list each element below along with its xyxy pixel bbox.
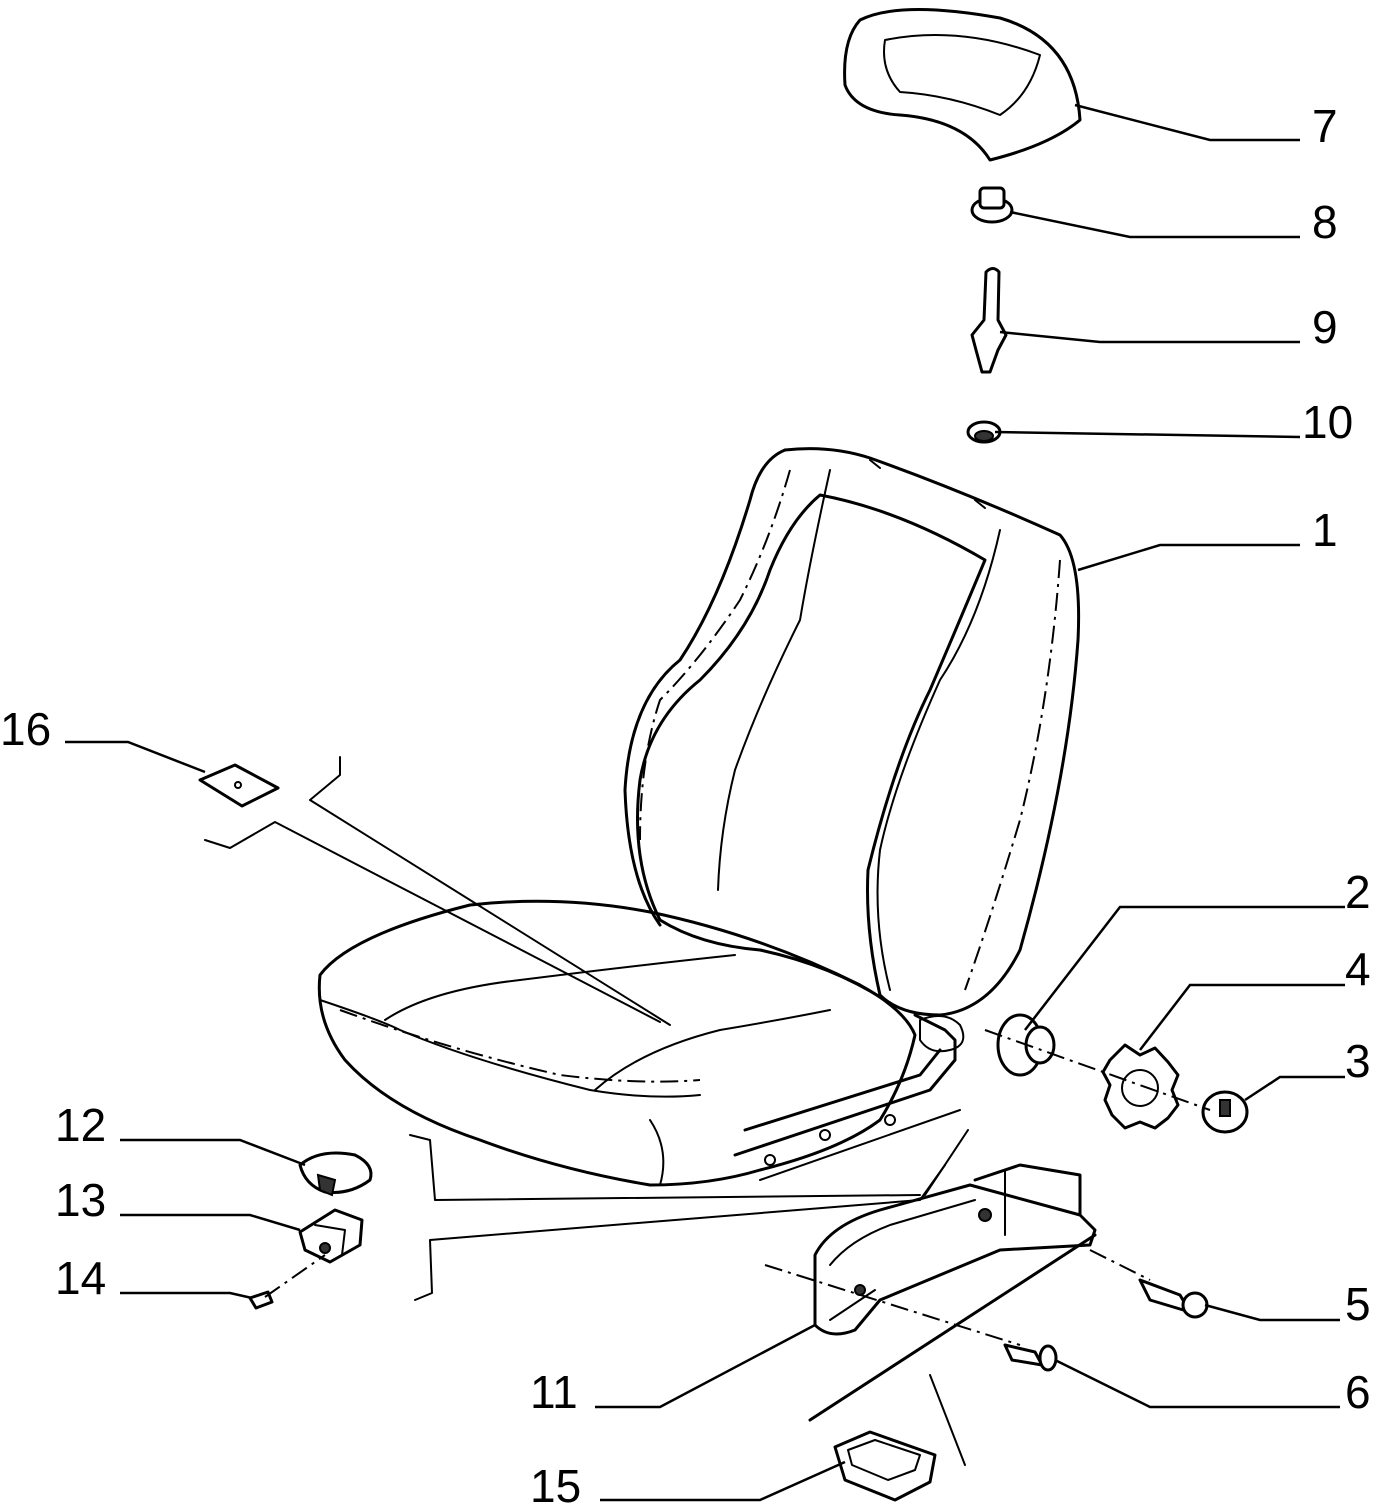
callout-6: 6 [1345, 1366, 1371, 1418]
knob-cap-part [1201, 1090, 1249, 1134]
assembly-lines [204, 756, 969, 1466]
callout-9: 9 [1312, 301, 1338, 353]
headrest-part [843, 7, 1082, 162]
callout-16: 16 [0, 703, 51, 755]
callout-labels: 7 8 9 10 1 16 2 4 3 12 13 14 5 11 6 15 [0, 100, 1371, 1505]
callout-11: 11 [530, 1366, 578, 1418]
callout-10: 10 [1302, 396, 1353, 448]
callout-2: 2 [1345, 866, 1371, 918]
screw-part [1003, 1343, 1058, 1372]
callout-3: 3 [1345, 1035, 1371, 1087]
pad-part-16 [198, 763, 280, 808]
callout-14: 14 [55, 1252, 106, 1304]
clip-part-12 [298, 1151, 373, 1197]
bracket-part-15 [833, 1430, 937, 1502]
leader-lines [65, 103, 1345, 1502]
recliner-frame-part [733, 1013, 965, 1181]
callout-1: 1 [1312, 504, 1338, 556]
seat-cushion-part [317, 899, 917, 1187]
recliner-axis-line [984, 1029, 1211, 1111]
headrest-stem-part [970, 267, 1008, 374]
headrest-guide-part [970, 186, 1014, 224]
recliner-handwheel-part [1101, 1043, 1180, 1130]
callout-7: 7 [1312, 100, 1338, 152]
callout-12: 12 [55, 1099, 106, 1151]
callout-13: 13 [55, 1174, 106, 1226]
clip-part-13 [298, 1208, 364, 1264]
pin-part-14 [248, 1254, 326, 1310]
side-trim-part [764, 1163, 1151, 1422]
spring-screw-part [1138, 1278, 1209, 1319]
callout-15: 15 [530, 1460, 581, 1505]
backrest-part [623, 447, 1081, 1017]
callout-5: 5 [1345, 1278, 1371, 1330]
callout-4: 4 [1345, 943, 1371, 995]
callout-8: 8 [1312, 196, 1338, 248]
